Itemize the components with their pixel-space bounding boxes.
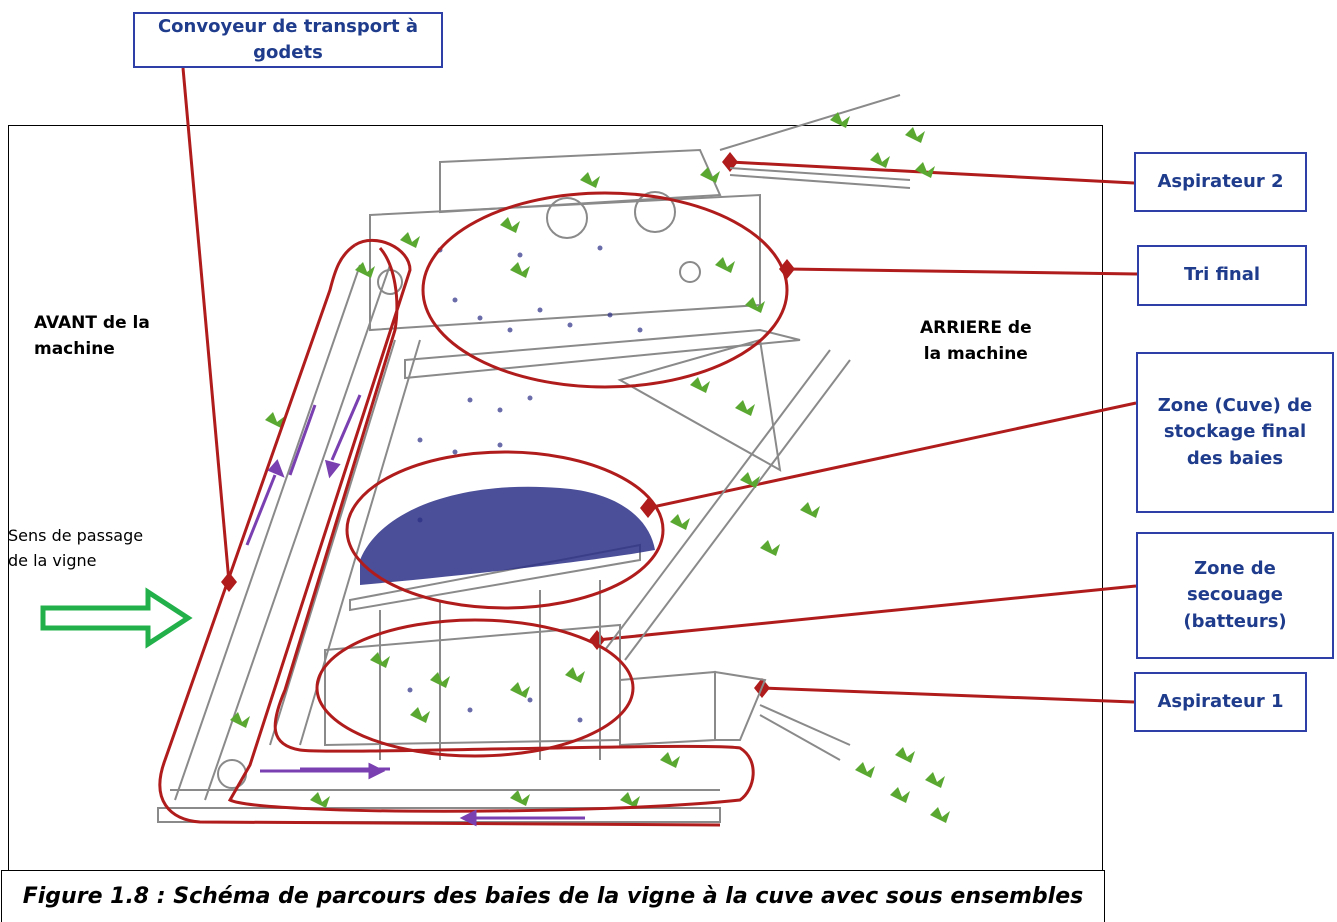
secouage-ellipse (315, 618, 635, 758)
convoyeur-outline (227, 238, 755, 813)
arriere-label: ARRIERE de la machine (920, 318, 1032, 365)
aspirateur-1-label: Aspirateur 1 (1134, 672, 1307, 732)
zone-secouage-label: Zone de secouage (batteurs) (1136, 532, 1334, 659)
direction-arrow (40, 587, 193, 649)
direction-text: Sens de passage de la vigne (8, 526, 144, 570)
convoyeur-outline-left (158, 243, 721, 827)
tri-final-ellipse (421, 191, 789, 389)
zone-cuve-label: Zone (Cuve) de stockage final des baies (1136, 352, 1334, 513)
flow-arrows (245, 394, 585, 827)
machine-structure (157, 94, 911, 823)
scattered-leaves (230, 112, 950, 823)
berry-mass (360, 486, 655, 585)
figure-caption: Figure 1.8 : Schéma de parcours des baie… (1, 870, 1105, 922)
leader-lines (181, 67, 1138, 704)
scattered-berries (407, 245, 643, 723)
aspirateur-2-label: Aspirateur 2 (1134, 152, 1307, 212)
tri-final-label: Tri final (1137, 245, 1307, 306)
avant-label: AVANT de la machine (34, 313, 150, 360)
cuve-ellipse (345, 450, 665, 610)
zone-highlights (158, 191, 789, 827)
convoyeur-label: Convoyeur de transport à godets (133, 12, 443, 68)
